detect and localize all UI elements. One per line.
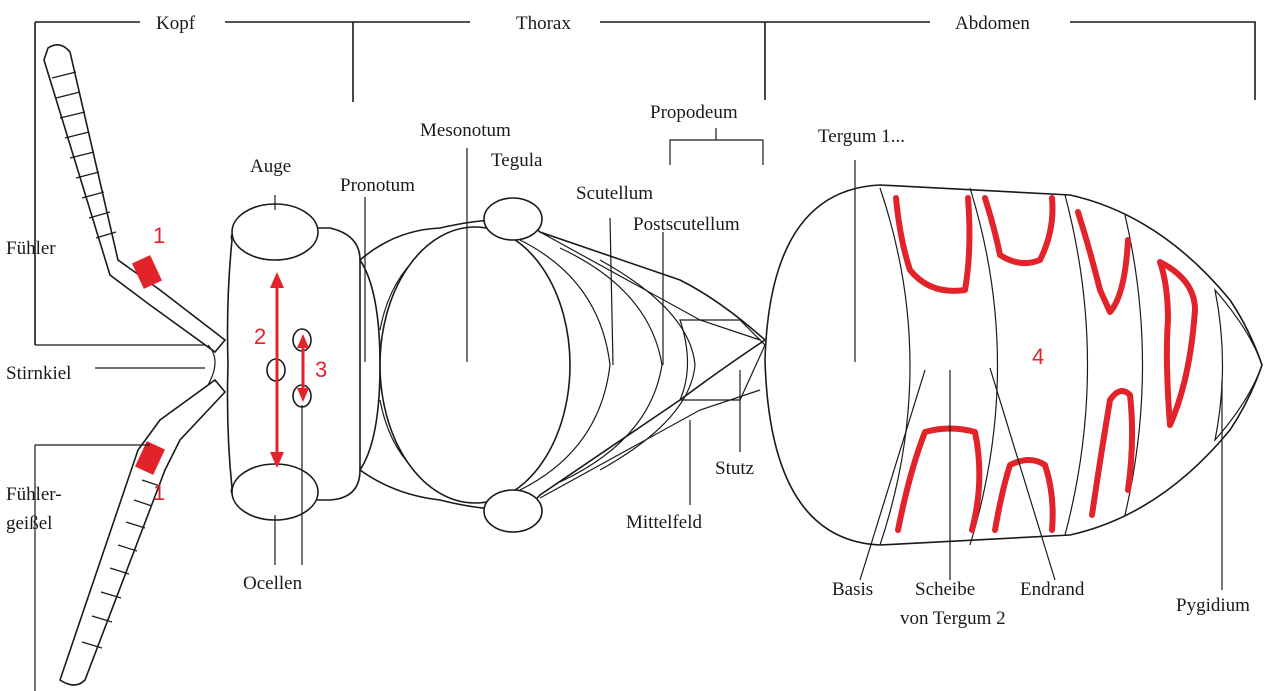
label-mittelfeld: Mittelfeld xyxy=(626,512,702,533)
marker-2: 2 xyxy=(254,324,266,349)
label-pygidium: Pygidium xyxy=(1176,595,1250,616)
label-propodeum: Propodeum xyxy=(650,102,738,123)
label-scheibe-line2: von Tergum 2 xyxy=(900,608,1006,629)
label-basis: Basis xyxy=(832,579,873,600)
label-endrand: Endrand xyxy=(1020,579,1085,600)
marker-3: 3 xyxy=(315,357,327,382)
label-tergum1: Tergum 1... xyxy=(818,126,905,147)
mesonotum-shape xyxy=(380,227,570,503)
label-postscutellum: Postscutellum xyxy=(633,214,740,235)
label-stutz: Stutz xyxy=(715,458,754,479)
label-auge: Auge xyxy=(250,156,291,177)
head xyxy=(208,204,360,520)
label-stirnkiel: Stirnkiel xyxy=(6,363,71,384)
region-label-abdomen: Abdomen xyxy=(955,13,1030,34)
compound-eye-lower xyxy=(232,464,318,520)
tegula-upper xyxy=(484,198,542,240)
label-fuehler: Fühler xyxy=(6,238,56,259)
abdomen xyxy=(765,185,1262,545)
label-pronotum: Pronotum xyxy=(340,175,415,196)
label-scheibe-line1: Scheibe xyxy=(915,579,975,600)
antenna-lower xyxy=(60,380,225,685)
marker-1-lower: 1 xyxy=(153,480,165,505)
label-fuehlergeissel-line2: geißel xyxy=(6,513,52,534)
region-label-thorax: Thorax xyxy=(516,13,571,34)
label-scutellum: Scutellum xyxy=(576,183,653,204)
marker-4: 4 xyxy=(1032,344,1044,369)
marker-1-upper: 1 xyxy=(153,223,165,248)
region-label-kopf: Kopf xyxy=(156,13,196,34)
compound-eye-upper xyxy=(232,204,318,260)
tegula-lower xyxy=(484,490,542,532)
thorax xyxy=(360,198,765,532)
label-fuehlergeissel-line1: Fühler- xyxy=(6,484,62,505)
label-ocellen: Ocellen xyxy=(243,573,303,594)
label-mesonotum: Mesonotum xyxy=(420,120,511,141)
label-tegula: Tegula xyxy=(491,150,543,171)
antenna-upper xyxy=(44,45,225,352)
